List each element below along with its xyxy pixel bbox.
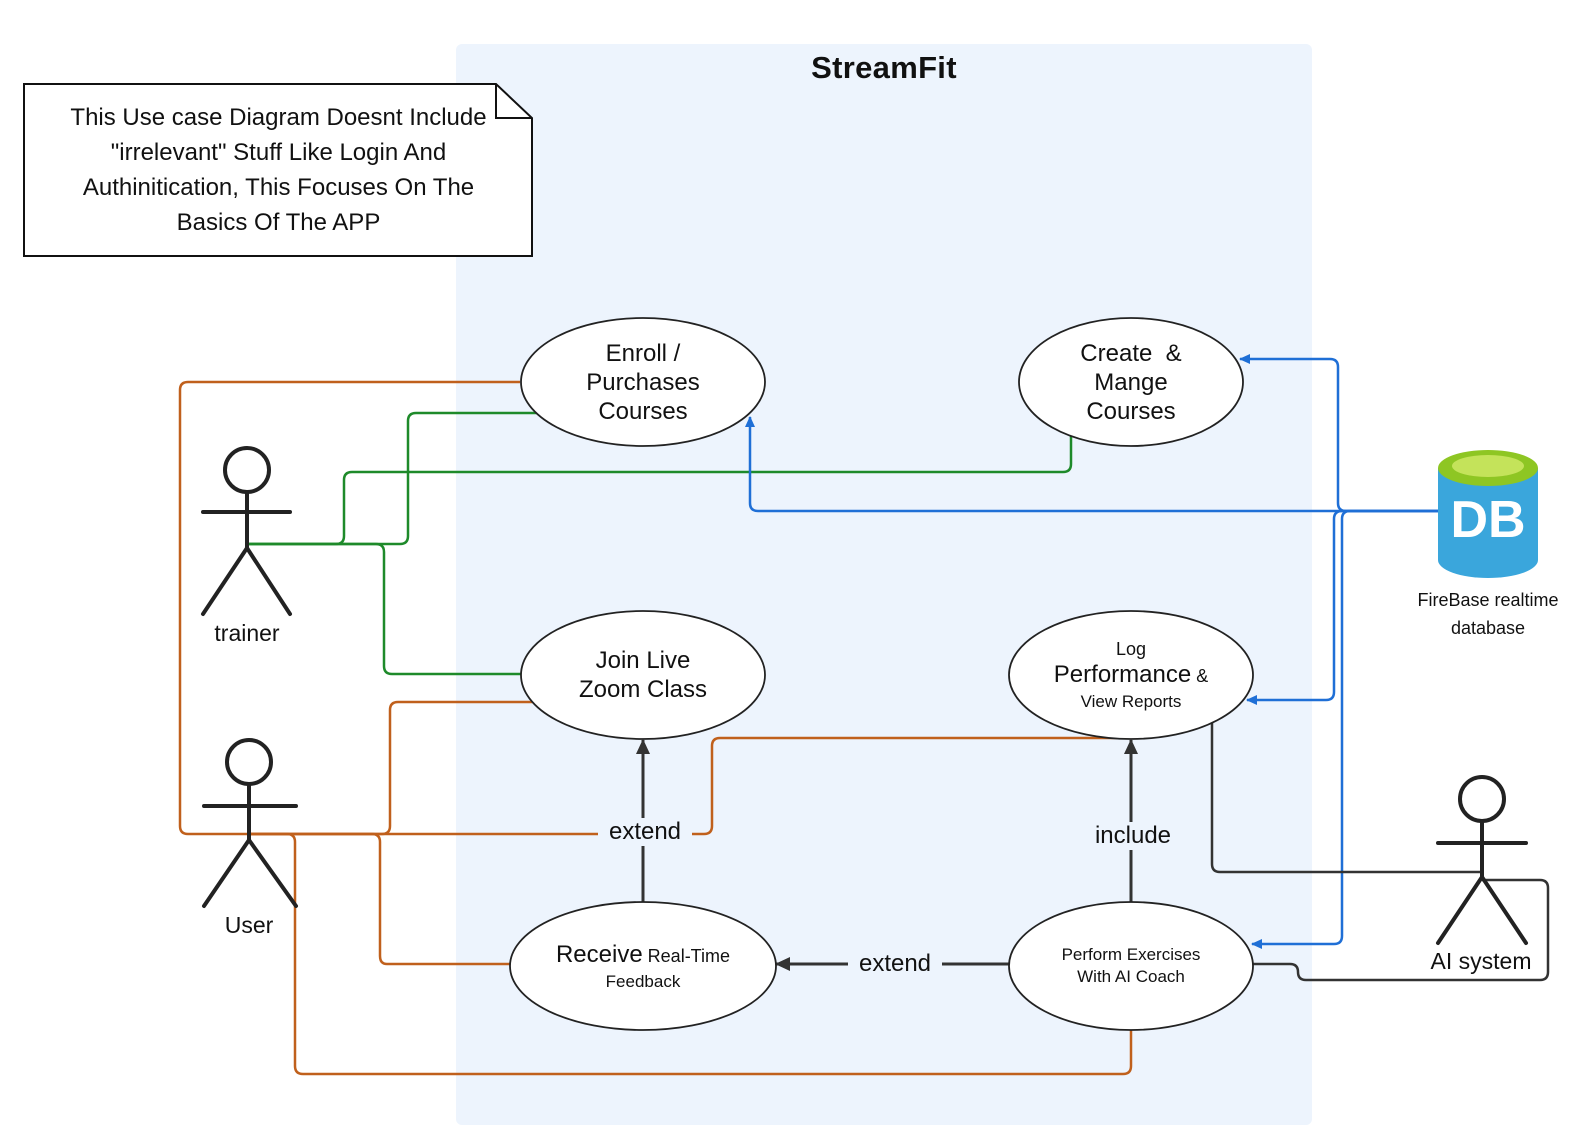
note-line: Authinitication, This Focuses On The (82, 174, 475, 201)
link-db-log (1246, 509, 1438, 705)
usecase-join-shape (520, 610, 766, 740)
link-ai-log (1210, 718, 1482, 874)
usecase-log-main: Performance (1053, 660, 1192, 688)
link-user-join (250, 700, 534, 836)
database-icon-text: DB (1450, 491, 1526, 549)
note-line: "irrelevant" Stuff Like Login And (110, 139, 447, 166)
link-db-create (1239, 354, 1438, 513)
usecase-perform-line: With AI Coach (1077, 967, 1185, 986)
link-trainer-join (248, 542, 522, 676)
usecase-enroll: Enroll / Purchases Courses (521, 318, 765, 446)
usecase-create-line: Mange (1094, 368, 1168, 396)
note-box (23, 83, 533, 257)
actor-user-label: User (224, 912, 274, 938)
usecase-log-line: Performance & (1054, 660, 1208, 691)
usecase-receive-shape (509, 901, 777, 1031)
actor-ai-system-figure (1436, 775, 1528, 945)
link-trainer-enroll (248, 411, 568, 546)
usecase-create-line: Courses (1086, 397, 1176, 425)
database-caption-line: FireBase realtime (1417, 590, 1559, 610)
link-user-perform (250, 832, 1133, 1076)
usecase-receive-line: Receive Real-Time (556, 940, 730, 971)
database-icon (1438, 450, 1538, 578)
usecase-enroll-line: Enroll / (605, 339, 681, 367)
usecase-enroll-shape (520, 317, 766, 447)
usecase-perform: Perform Exercises With AI Coach (1009, 902, 1253, 1030)
usecase-log-shape (1008, 610, 1254, 740)
usecase-log-line: Log (1115, 638, 1147, 659)
usecase-receive-line: Feedback (605, 971, 681, 991)
actor-ai-system-label: AI system (1430, 948, 1532, 974)
usecase-enroll-line: Courses (598, 397, 688, 425)
usecase-perform-shape (1008, 901, 1254, 1031)
usecase-enroll-line: Purchases (586, 368, 700, 396)
system-title: StreamFit (811, 50, 957, 85)
usecase-log-line: View Reports (1080, 691, 1182, 711)
link-user-log (250, 736, 1130, 836)
usecase-receive-small: Real-Time (642, 945, 731, 966)
note-text: This Use case Diagram Doesnt Include "ir… (26, 100, 531, 240)
link-ai-perform (1252, 878, 1550, 982)
usecase-receive-main: Receive (555, 940, 643, 968)
usecase-join-line: Zoom Class (578, 676, 708, 703)
actor-trainer-figure (201, 446, 292, 616)
extend-receive-label: extend (848, 950, 942, 978)
usecase-create-shape (1018, 317, 1244, 447)
include-log-label: include (1080, 822, 1186, 850)
actor-user-figure (202, 738, 298, 908)
usecase-log: Log Performance & View Reports (1009, 611, 1253, 739)
usecase-create: Create & Mange Courses (1019, 318, 1243, 446)
actor-trainer-label: trainer (214, 620, 280, 646)
note-line: This Use case Diagram Doesnt Include (70, 104, 487, 131)
link-user-enroll (178, 380, 520, 836)
link-db-perform (1251, 509, 1438, 949)
usecase-receive: Receive Real-Time Feedback (510, 902, 776, 1030)
extend-join-label: extend (598, 818, 692, 846)
link-trainer-create (248, 436, 1073, 546)
database-caption: FireBase realtime database (1398, 586, 1578, 642)
usecase-join-line: Join Live (595, 647, 691, 674)
link-user-receive (250, 832, 510, 966)
link-db-enroll (745, 416, 1438, 513)
usecase-log-amp: & (1191, 665, 1209, 686)
usecase-join: Join Live Zoom Class (521, 611, 765, 739)
usecase-create-line: Create & (1080, 339, 1182, 367)
usecase-perform-line: Perform Exercises (1061, 945, 1201, 964)
note-line: Basics Of The APP (176, 209, 381, 236)
database-caption-line: database (1450, 618, 1526, 638)
